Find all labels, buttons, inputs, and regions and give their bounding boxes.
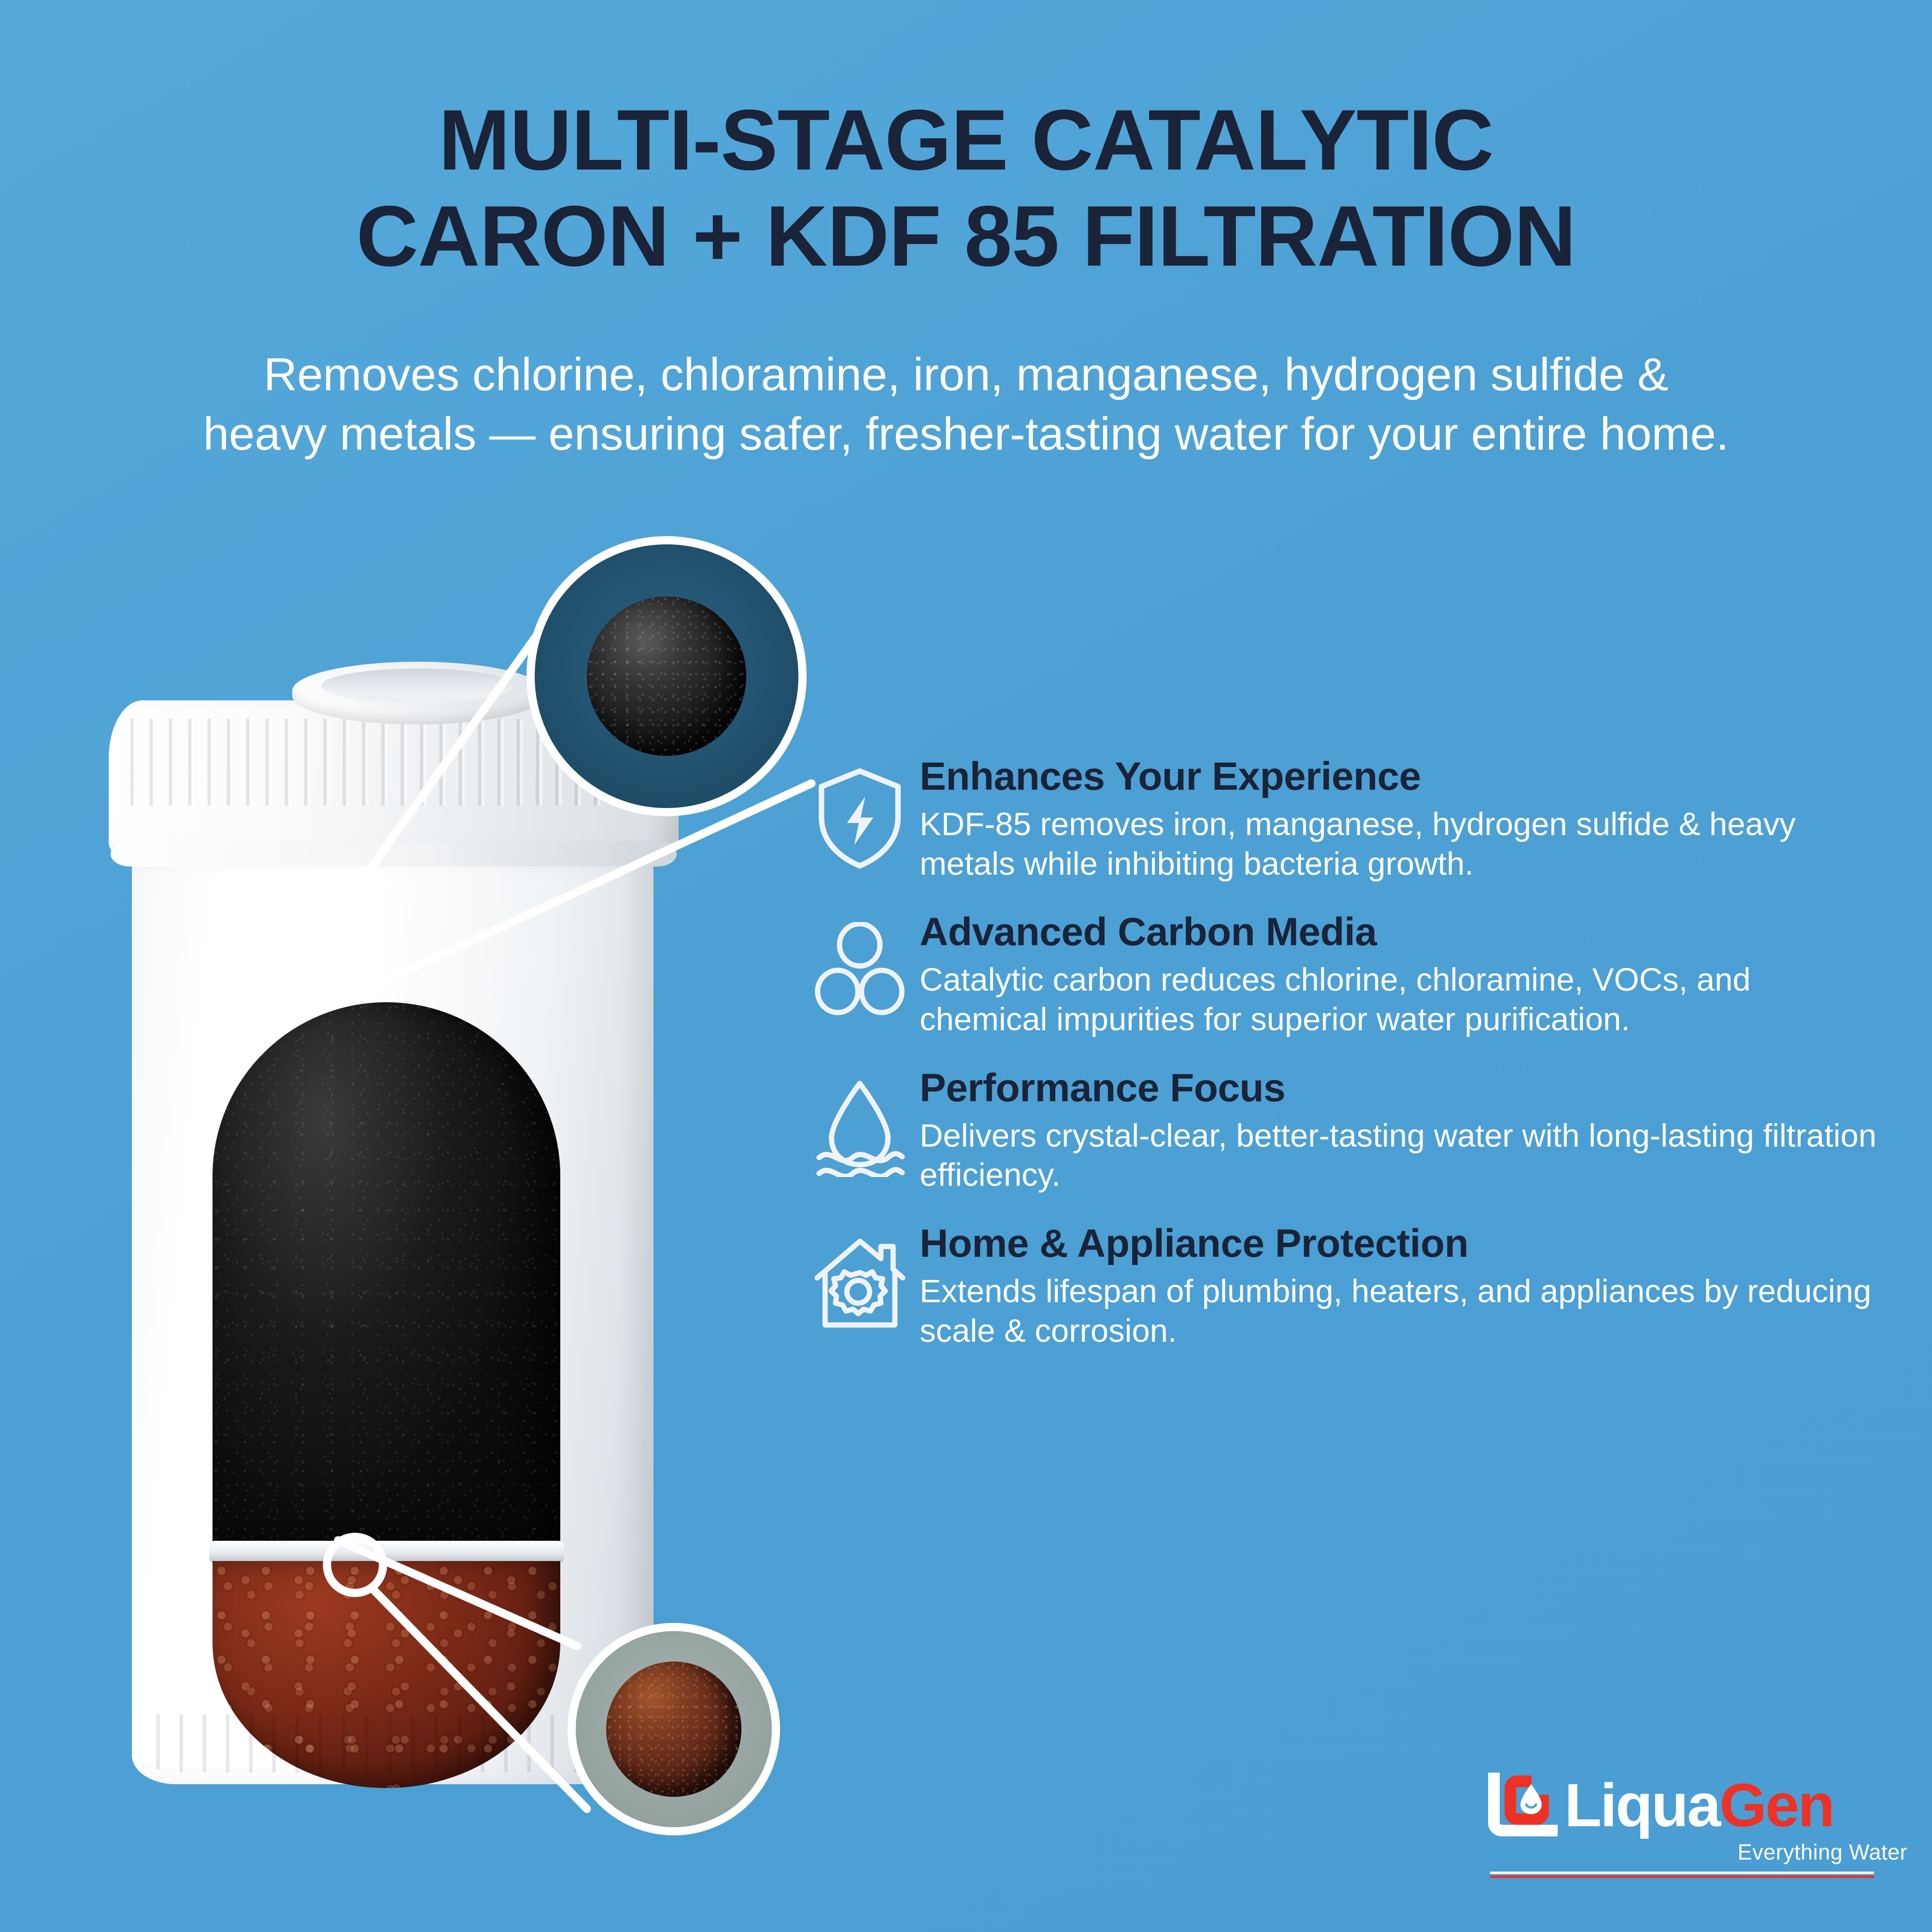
feature-item: Performance Focus Delivers crystal-clear… bbox=[807, 1067, 1884, 1195]
feature-body: Extends lifespan of plumbing, heaters, a… bbox=[920, 1273, 1872, 1349]
feature-title: Home & Appliance Protection bbox=[920, 1222, 1469, 1266]
title-line-1: MULTI-STAGE CATALYTIC bbox=[438, 92, 1494, 188]
logo-name-part1: Liqua bbox=[1564, 1771, 1721, 1839]
feature-title: Performance Focus bbox=[920, 1065, 1286, 1110]
logo-name-part2: Gen bbox=[1719, 1771, 1835, 1839]
carbon-granule bbox=[587, 597, 746, 756]
logo-rules bbox=[1490, 1872, 1910, 1878]
shield-bolt-icon bbox=[807, 756, 913, 870]
feature-text: Performance Focus Delivers crystal-clear… bbox=[913, 1067, 1884, 1195]
feature-text: Home & Appliance Protection Extends life… bbox=[913, 1222, 1884, 1350]
feature-item: Advanced Carbon Media Catalytic carbon r… bbox=[807, 911, 1884, 1039]
feature-list: Enhances Your Experience KDF-85 removes … bbox=[807, 754, 1884, 1379]
logo-rule-red bbox=[1490, 1875, 1874, 1878]
media-divider-band bbox=[209, 1541, 564, 1563]
title-line-2: CARON + KDF 85 FILTRATION bbox=[356, 188, 1577, 284]
house-gear-icon bbox=[807, 1223, 913, 1333]
feature-text: Enhances Your Experience KDF-85 removes … bbox=[913, 754, 1884, 883]
header: MULTI-STAGE CATALYTIC CARON + KDF 85 FIL… bbox=[0, 92, 1932, 284]
carbon-granule-magnifier bbox=[526, 536, 807, 816]
logo-tagline: Everything Water bbox=[1737, 1840, 1907, 1864]
cartridge-cap-lip bbox=[111, 841, 677, 867]
carbon-media-window bbox=[213, 1002, 560, 1543]
page-subtitle: Removes chlorine, chloramine, iron, mang… bbox=[0, 345, 1932, 464]
feature-text: Advanced Carbon Media Catalytic carbon r… bbox=[913, 911, 1884, 1039]
kdf-granule-magnifier bbox=[568, 1623, 780, 1835]
cartridge-neck-opening bbox=[321, 668, 514, 703]
feature-title: Enhances Your Experience bbox=[920, 754, 1421, 798]
kdf-granule bbox=[606, 1662, 741, 1797]
feature-item: Home & Appliance Protection Extends life… bbox=[807, 1222, 1884, 1350]
feature-item: Enhances Your Experience KDF-85 removes … bbox=[807, 754, 1884, 883]
cartridge-neck bbox=[292, 662, 543, 724]
subtitle-line-2: heavy metals — ensuring safer, fresher-t… bbox=[203, 408, 1729, 460]
subtitle-block: Removes chlorine, chloramine, iron, mang… bbox=[0, 345, 1932, 464]
water-drop-waves-icon bbox=[807, 1067, 913, 1177]
feature-title: Advanced Carbon Media bbox=[920, 910, 1377, 954]
feature-body: Delivers crystal-clear, better-tasting w… bbox=[920, 1117, 1876, 1193]
logo-wordmark: LiquaGen bbox=[1564, 1775, 1835, 1836]
feature-body: Catalytic carbon reduces chlorine, chlor… bbox=[920, 962, 1751, 1038]
brand-logo: LiquaGen Everything Water bbox=[1485, 1771, 1910, 1918]
subtitle-line-1: Removes chlorine, chloramine, iron, mang… bbox=[263, 349, 1669, 400]
feature-body: KDF-85 removes iron, manganese, hydrogen… bbox=[920, 806, 1796, 882]
molecule-circles-icon bbox=[807, 911, 913, 1019]
logo-row: LiquaGen bbox=[1485, 1771, 1910, 1838]
liquagen-droplet-mark-icon bbox=[1485, 1771, 1559, 1838]
logo-rule-white bbox=[1490, 1872, 1874, 1874]
page-title: MULTI-STAGE CATALYTIC CARON + KDF 85 FIL… bbox=[0, 92, 1932, 284]
